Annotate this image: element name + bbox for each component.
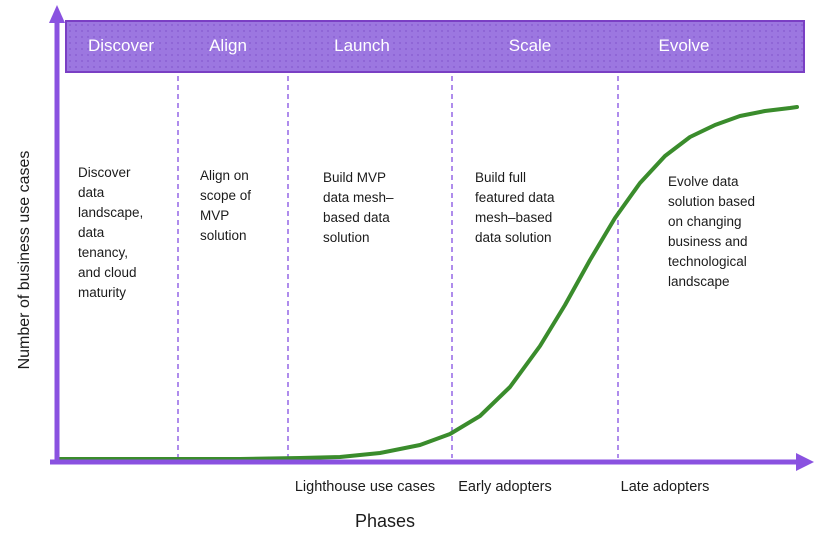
phase-label-evolve: Evolve bbox=[658, 36, 710, 55]
phase-label-launch: Launch bbox=[334, 36, 390, 55]
y-axis-title: Number of business use cases bbox=[16, 150, 33, 370]
phase-description-discover: Discover data landscape, data tenancy, a… bbox=[78, 165, 144, 300]
phase-label-align: Align bbox=[209, 36, 247, 55]
y-axis-arrow-icon bbox=[49, 5, 65, 23]
segment-label-lighthouse: Lighthouse use cases bbox=[294, 479, 436, 495]
phase-description-align: Align on scope of MVP solution bbox=[200, 168, 252, 243]
phase-label-discover: Discover bbox=[87, 36, 155, 55]
x-axis-title: Phases bbox=[354, 511, 416, 531]
phase-label-scale: Scale bbox=[508, 36, 552, 55]
phase-description-scale: Build full featured data mesh–based data… bbox=[475, 170, 555, 245]
x-axis-arrow-icon bbox=[796, 453, 814, 471]
segment-label-early-adopters: Early adopters bbox=[458, 479, 552, 495]
phase-description-launch: Build MVP data mesh– based data solution bbox=[323, 170, 394, 245]
adoption-curve bbox=[58, 105, 799, 461]
segment-label-late-adopters: Late adopters bbox=[620, 479, 710, 495]
phase-header-band bbox=[65, 20, 805, 73]
phase-description-evolve: Evolve data solution based on changing b… bbox=[668, 174, 756, 289]
